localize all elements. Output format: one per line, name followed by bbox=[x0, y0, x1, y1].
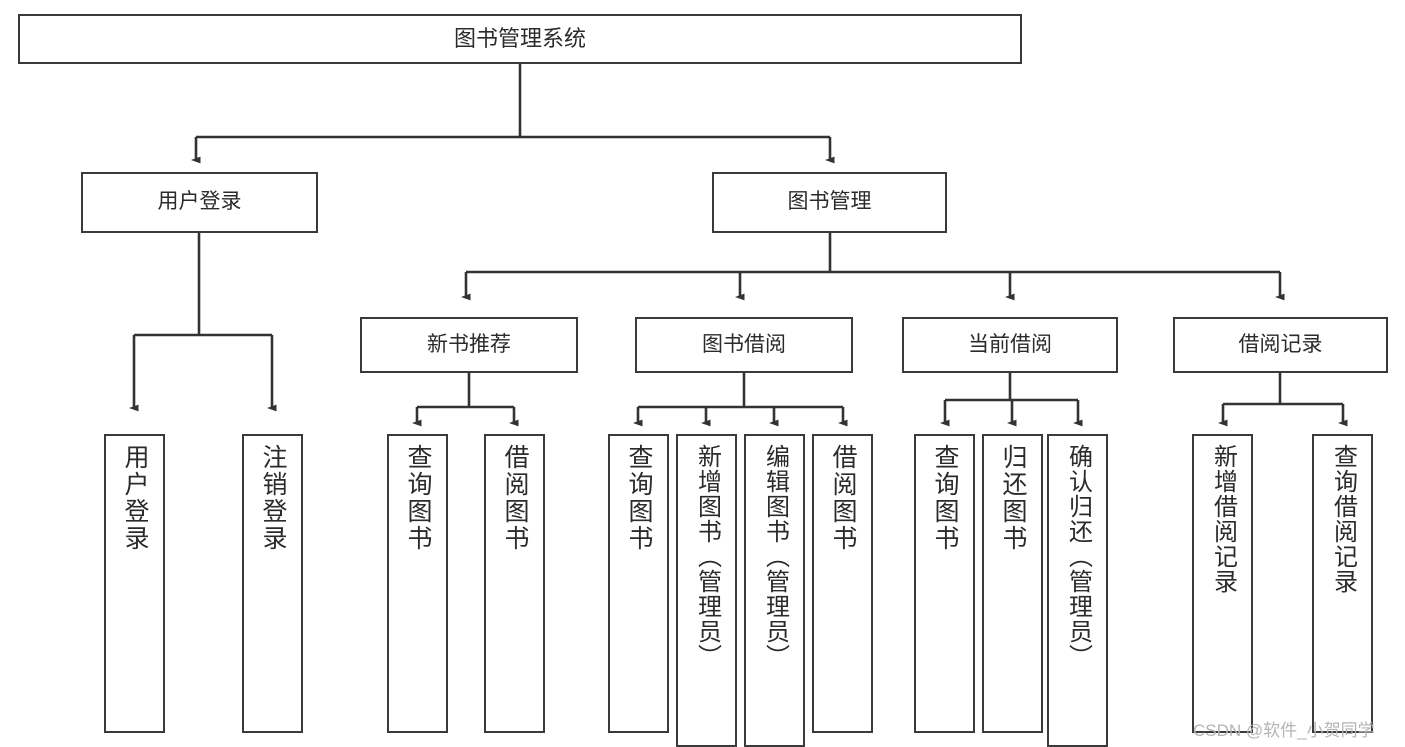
node-label: 借阅图书 bbox=[501, 444, 529, 552]
node-label: 新增图书（管理员） bbox=[693, 444, 721, 669]
leaf-current-borrow-confirm-return[interactable]: 确认归还（管理员） bbox=[1047, 434, 1108, 747]
node-label: 图书管理 bbox=[787, 190, 872, 214]
node-label: 编辑图书（管理员） bbox=[761, 444, 789, 669]
node-label: 图书借阅 bbox=[702, 332, 786, 356]
leaf-new-book-borrow[interactable]: 借阅图书 bbox=[484, 434, 545, 733]
leaf-current-borrow-return[interactable]: 归还图书 bbox=[982, 434, 1043, 733]
leaf-book-borrow-query[interactable]: 查询图书 bbox=[608, 434, 669, 733]
leaf-book-borrow-add[interactable]: 新增图书（管理员） bbox=[676, 434, 737, 747]
node-label: 查询借阅记录 bbox=[1329, 444, 1357, 594]
node-label: 新增借阅记录 bbox=[1209, 444, 1237, 594]
leaf-new-book-query[interactable]: 查询图书 bbox=[387, 434, 448, 733]
node-label: 查询图书 bbox=[404, 444, 432, 552]
leaf-user-login-logout[interactable]: 注销登录 bbox=[242, 434, 303, 733]
csdn-watermark: CSDN @软件_小贺同学 bbox=[1193, 721, 1375, 740]
node-label: 借阅图书 bbox=[829, 444, 857, 552]
node-label: 注销登录 bbox=[259, 444, 287, 552]
node-label: 借阅记录 bbox=[1238, 332, 1323, 356]
node-label: 用户登录 bbox=[121, 444, 149, 552]
node-new-book-recommend[interactable]: 新书推荐 bbox=[360, 317, 578, 373]
node-label: 查询图书 bbox=[625, 444, 653, 552]
leaf-book-borrow-edit[interactable]: 编辑图书（管理员） bbox=[744, 434, 805, 747]
node-current-borrow[interactable]: 当前借阅 bbox=[902, 317, 1118, 373]
leaf-user-login-login[interactable]: 用户登录 bbox=[104, 434, 165, 733]
node-book-borrow[interactable]: 图书借阅 bbox=[635, 317, 853, 373]
node-label: 用户登录 bbox=[157, 190, 242, 214]
node-label: 查询图书 bbox=[931, 444, 959, 552]
leaf-book-borrow-borrow[interactable]: 借阅图书 bbox=[812, 434, 873, 733]
node-label: 新书推荐 bbox=[427, 332, 511, 356]
node-label: 图书管理系统 bbox=[453, 26, 586, 52]
node-label: 归还图书 bbox=[999, 444, 1027, 552]
node-label: 确认归还（管理员） bbox=[1064, 444, 1092, 669]
node-borrow-record[interactable]: 借阅记录 bbox=[1173, 317, 1388, 373]
leaf-borrow-record-query[interactable]: 查询借阅记录 bbox=[1312, 434, 1373, 733]
node-root-system[interactable]: 图书管理系统 bbox=[18, 14, 1022, 64]
node-book-management[interactable]: 图书管理 bbox=[712, 172, 947, 233]
node-user-login[interactable]: 用户登录 bbox=[81, 172, 318, 233]
node-label: 当前借阅 bbox=[968, 332, 1052, 356]
leaf-borrow-record-add[interactable]: 新增借阅记录 bbox=[1192, 434, 1253, 733]
leaf-current-borrow-query[interactable]: 查询图书 bbox=[914, 434, 975, 733]
